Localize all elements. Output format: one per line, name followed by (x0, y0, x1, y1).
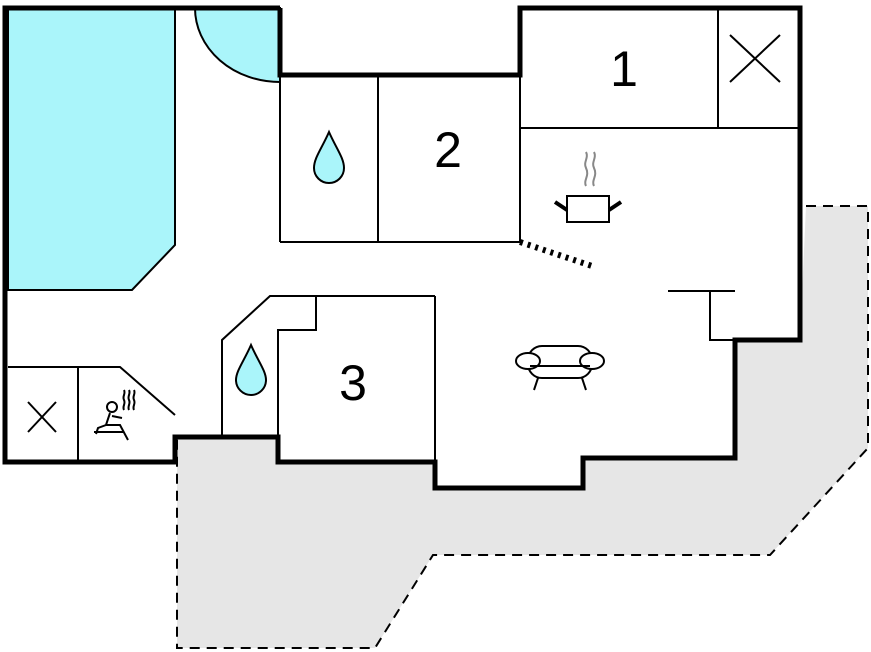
outer-walls (2, 5, 803, 491)
room-1-label: 1 (610, 41, 638, 97)
sauna-icon (94, 389, 136, 441)
door-swing (193, 7, 281, 84)
x-cross-icon (27, 401, 57, 433)
water-drop-icon (234, 342, 268, 396)
room-2-label: 2 (434, 122, 462, 178)
cooking-pot-icon (553, 151, 623, 223)
terrace (177, 206, 868, 648)
interior-walls (8, 8, 800, 462)
water-drop-icon (312, 129, 346, 184)
x-cross-icon (729, 34, 781, 83)
room-3-label: 3 (339, 355, 367, 411)
pool (7, 7, 176, 291)
sofa-icon (515, 345, 605, 391)
terrace-outline (176, 205, 869, 649)
